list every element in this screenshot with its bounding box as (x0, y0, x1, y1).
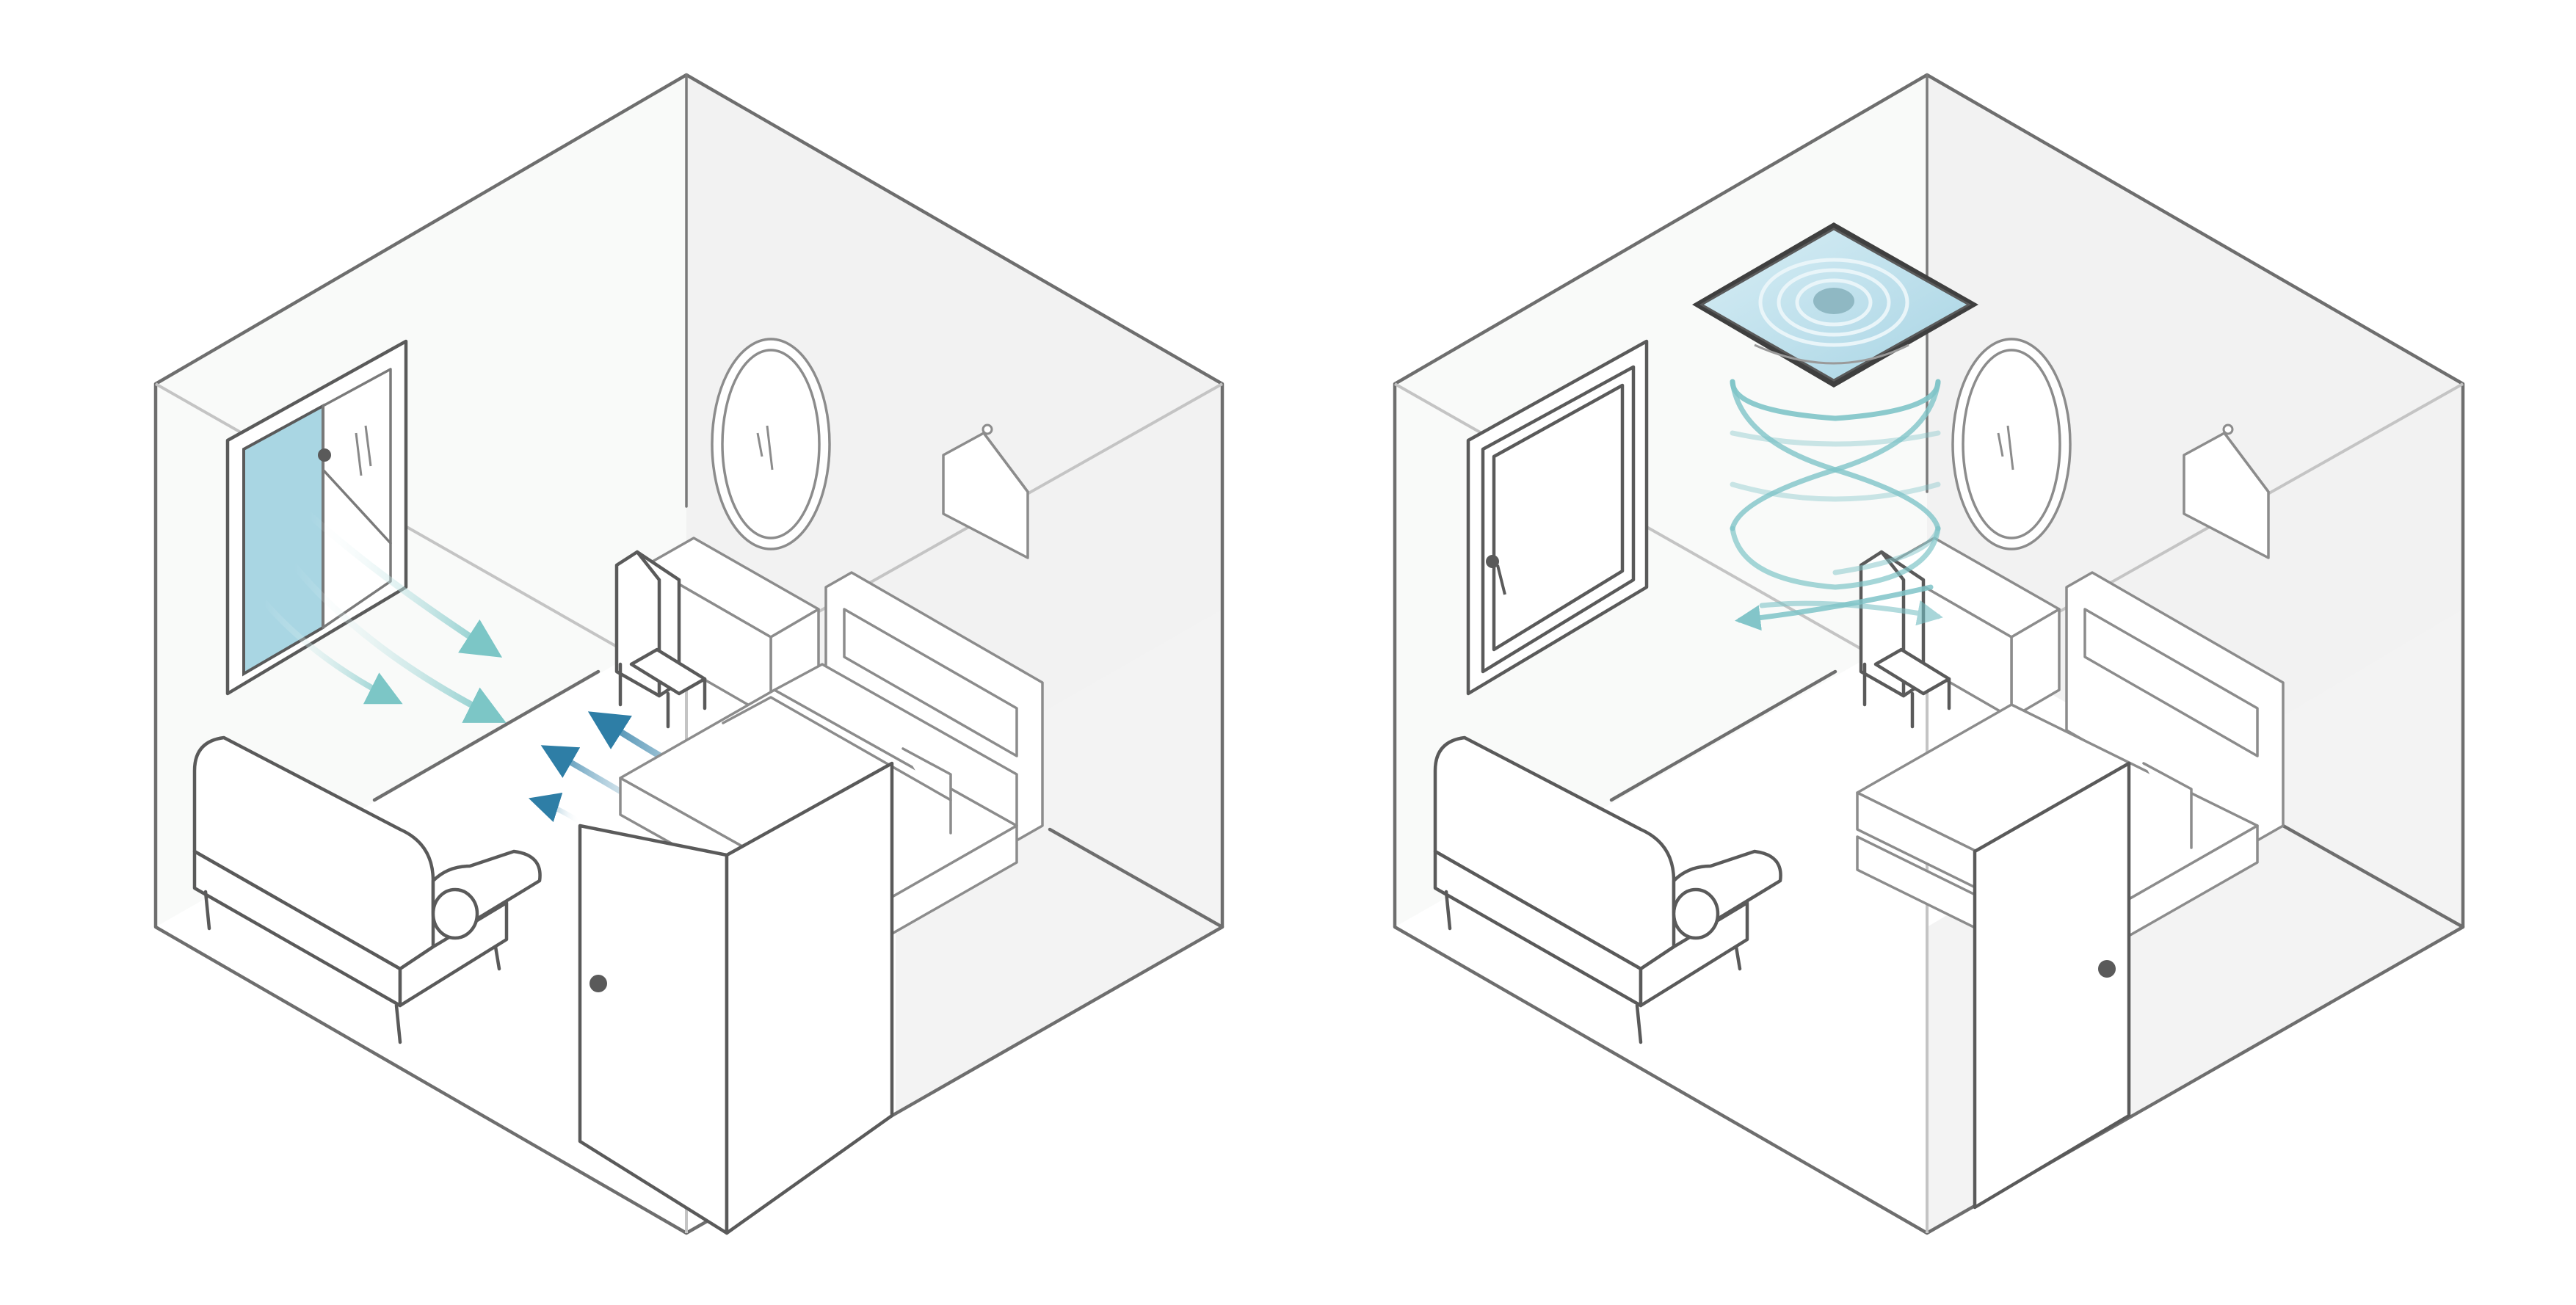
left-room-panel (153, 73, 1224, 1235)
floor-edge-right (1048, 827, 1224, 929)
floor-edge-back (1609, 669, 1837, 802)
incoming-airflow (261, 511, 507, 723)
window-icon (1466, 339, 1649, 696)
chair-icon (1859, 550, 1951, 729)
right-wall-shade (896, 609, 1222, 1116)
nightstand-icon (1885, 537, 2061, 719)
mirror-icon (711, 338, 831, 550)
right-room-panel (1393, 73, 2465, 1235)
door-icon (1973, 761, 2131, 1210)
floor-edge-back (372, 669, 601, 802)
ceiling-fan-icon (1692, 222, 1978, 388)
mirror-icon (1951, 338, 2072, 550)
sofa-icon (192, 735, 542, 1044)
fan-airflow-swirl (1730, 379, 1943, 631)
door-icon (578, 761, 894, 1235)
wall-lamp-icon (942, 424, 1029, 559)
sofa-icon (1433, 735, 1782, 1044)
floor-edge-right (2281, 824, 2465, 929)
wall-lamp-icon (2183, 424, 2270, 559)
chair-icon (614, 550, 707, 729)
